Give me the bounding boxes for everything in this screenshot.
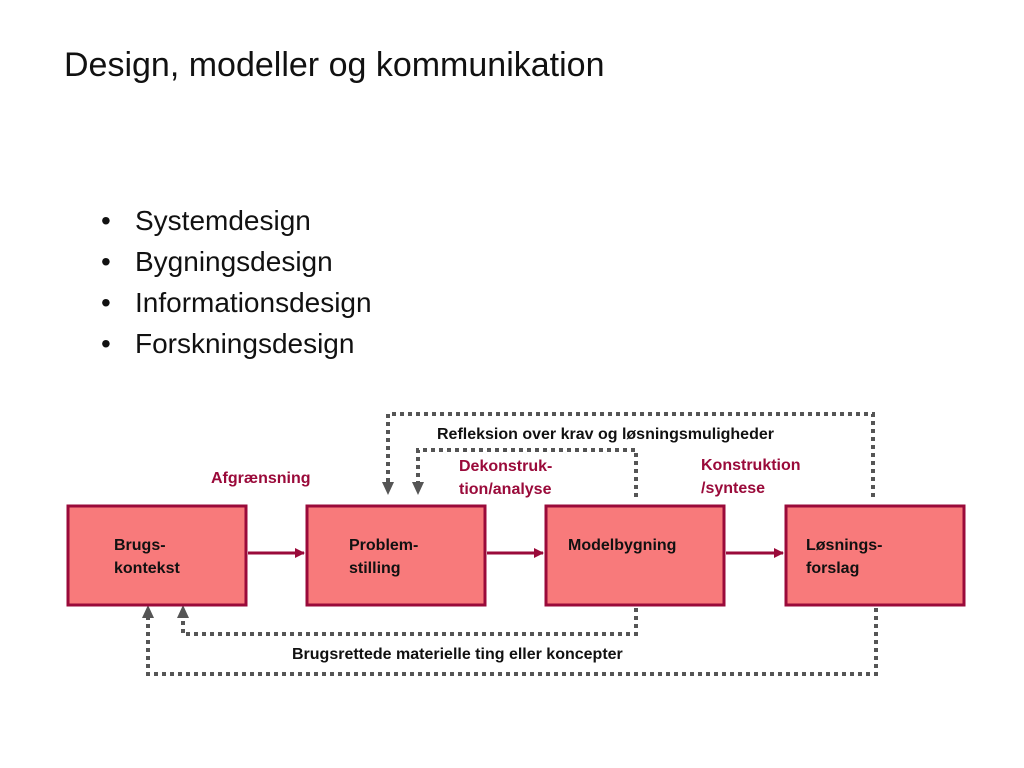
brugsrettede-loop-line: [146, 608, 878, 676]
box-losningsforslag-label-2: forslag: [806, 560, 859, 577]
bullet-item: Forskningsdesign: [101, 323, 372, 364]
inner-bottom-loop-line: [181, 608, 638, 636]
refleksion-loop-line: [386, 412, 875, 497]
bullet-list: Systemdesign Bygningsdesign Informations…: [101, 200, 372, 364]
bullet-item: Bygningsdesign: [101, 241, 372, 282]
arrowhead-icon: [412, 482, 424, 495]
box-brugskontekst-label-1: Brugs-: [114, 537, 166, 554]
arrowhead-icon: [177, 605, 189, 618]
box-losningsforslag-label-1: Løsnings-: [806, 537, 882, 554]
box-losningsforslag: [784, 504, 966, 607]
box-brugskontekst: [66, 504, 248, 607]
arrowhead-icon: [382, 482, 394, 495]
box-problemstilling-label-1: Problem-: [349, 537, 418, 554]
box-modelbygning-label: Modelbygning: [568, 537, 676, 554]
bullet-item: Systemdesign: [101, 200, 372, 241]
konstruktion-label-1: Konstruktion: [701, 457, 801, 474]
box-brugskontekst-label-2: kontekst: [114, 560, 180, 577]
dekonstruktion-label-2: tion/analyse: [459, 481, 552, 498]
slide-title: Design, modeller og kommunikation: [64, 46, 605, 84]
box-problemstilling-label-2: stilling: [349, 560, 401, 577]
konstruktion-label-2: /syntese: [701, 480, 765, 497]
box-problemstilling: [305, 504, 487, 607]
dekonstruktion-label-1: Dekonstruk-: [459, 458, 552, 475]
box-modelbygning: [544, 504, 726, 607]
dekonstruktion-loop-line: [416, 448, 638, 497]
brugsrettede-label: Brugsrettede materielle ting eller konce…: [292, 646, 623, 663]
refleksion-label: Refleksion over krav og løsningsmulighed…: [437, 426, 774, 443]
bullet-item: Informationsdesign: [101, 282, 372, 323]
afgraensning-label: Afgrænsning: [211, 470, 311, 487]
arrowhead-icon: [142, 605, 154, 618]
